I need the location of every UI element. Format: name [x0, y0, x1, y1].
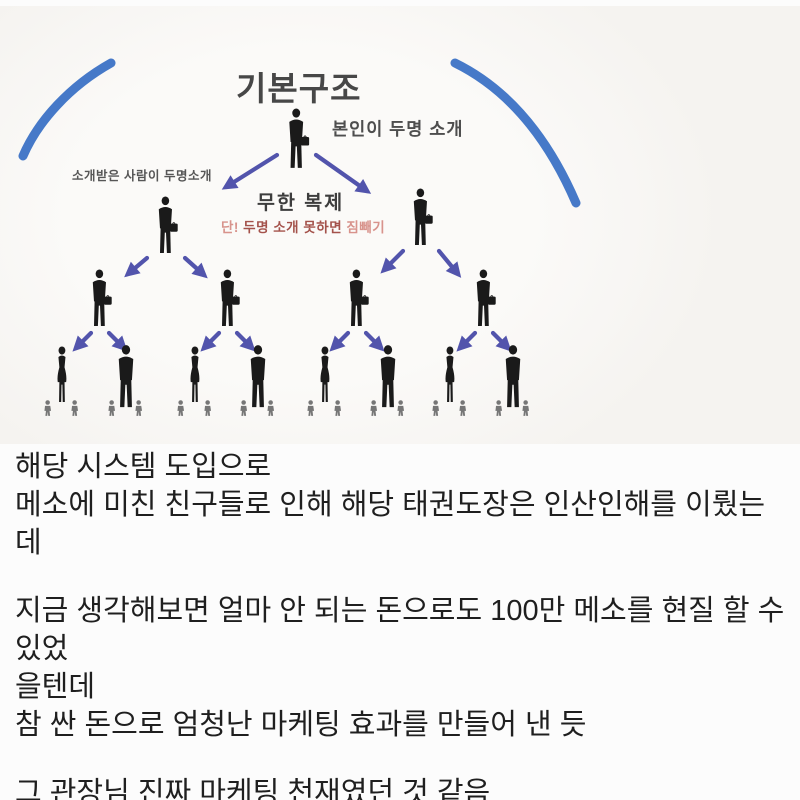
post-paragraph: 해당 시스템 도입으로 메소에 미친 친구들로 인해 해당 태권도장은 인산인해… — [15, 451, 766, 559]
tiny-figures — [44, 400, 530, 416]
person-woman-silhouette — [320, 346, 330, 403]
person-man-silhouette — [250, 345, 266, 408]
tree-figures — [57, 108, 521, 408]
tree-arrows — [72, 152, 512, 352]
arrow-down-left-icon — [72, 330, 94, 352]
person-man-silhouette — [413, 188, 434, 246]
person-man-silhouette — [92, 269, 113, 327]
arc-left-icon — [18, 58, 116, 161]
post-paragraph: 그 관장님 진짜 마케팅 천재였던 것 같음 — [15, 777, 491, 800]
arrow-down-left-icon — [221, 152, 280, 190]
person-man-silhouette — [505, 345, 521, 408]
arrow-down-right-icon — [363, 330, 385, 352]
tiny-person-silhouette — [108, 400, 116, 416]
tiny-person-silhouette — [495, 400, 503, 416]
tiny-person-silhouette — [240, 400, 248, 416]
arrow-down-right-icon — [106, 330, 128, 352]
tiny-person-silhouette — [135, 400, 143, 416]
frame-arcs — [18, 58, 581, 208]
person-man-silhouette — [288, 108, 310, 169]
tiny-person-silhouette — [370, 400, 378, 416]
arrow-down-right-icon — [313, 152, 372, 194]
arrow-down-left-icon — [456, 330, 478, 352]
label-warning: 단! 두명 소개 못하면 짐빼기 — [221, 216, 385, 236]
person-woman-silhouette — [445, 346, 455, 403]
warning-prefix: 단! — [221, 220, 239, 235]
person-woman-silhouette — [190, 346, 200, 403]
tiny-person-silhouette — [334, 400, 342, 416]
person-man-silhouette — [380, 345, 396, 408]
tiny-person-silhouette — [71, 400, 79, 416]
person-man-silhouette — [158, 196, 179, 254]
person-man-silhouette — [349, 269, 370, 327]
tiny-person-silhouette — [459, 400, 467, 416]
tiny-person-silhouette — [522, 400, 530, 416]
person-man-silhouette — [476, 269, 497, 327]
tiny-person-silhouette — [397, 400, 405, 416]
diagram-graphics — [18, 58, 581, 416]
pyramid-diagram: 기본구조 본인이 두명 소개 소개받은 사람이 두명소개 무한 복제 단! 두명… — [0, 6, 800, 444]
arrow-down-left-icon — [124, 255, 150, 278]
label-self-introduces-two: 본인이 두명 소개 — [332, 119, 464, 139]
tiny-person-silhouette — [177, 400, 185, 416]
label-introduced-person-introduces-two: 소개받은 사람이 두명소개 — [72, 169, 212, 183]
tiny-person-silhouette — [44, 400, 52, 416]
diagram-title: 기본구조 — [236, 70, 362, 107]
warning-middle: 두명 소개 못하면 — [238, 220, 347, 235]
tiny-person-silhouette — [204, 400, 212, 416]
tiny-person-silhouette — [307, 400, 315, 416]
person-man-silhouette — [118, 345, 134, 408]
arrow-down-right-icon — [490, 330, 512, 352]
arc-right-icon — [450, 58, 581, 208]
person-man-silhouette — [220, 269, 241, 327]
arrow-down-right-icon — [234, 330, 256, 352]
tiny-person-silhouette — [267, 400, 275, 416]
person-woman-silhouette — [57, 346, 67, 403]
post-paragraph: 지금 생각해보면 얼마 안 되는 돈으로도 100만 메소를 현질 할 수 있었… — [15, 595, 785, 741]
arrow-down-left-icon — [380, 248, 406, 274]
post-body: 해당 시스템 도입으로 메소에 미친 친구들로 인해 해당 태권도장은 인산인해… — [15, 448, 785, 800]
label-infinite-replication: 무한 복제 — [257, 192, 345, 214]
arrow-down-right-icon — [182, 255, 208, 279]
arrow-down-left-icon — [329, 330, 351, 352]
warning-highlight: 짐빼기 — [346, 220, 386, 235]
arrow-down-right-icon — [436, 248, 462, 278]
arrow-down-left-icon — [200, 330, 222, 352]
tiny-person-silhouette — [432, 400, 440, 416]
